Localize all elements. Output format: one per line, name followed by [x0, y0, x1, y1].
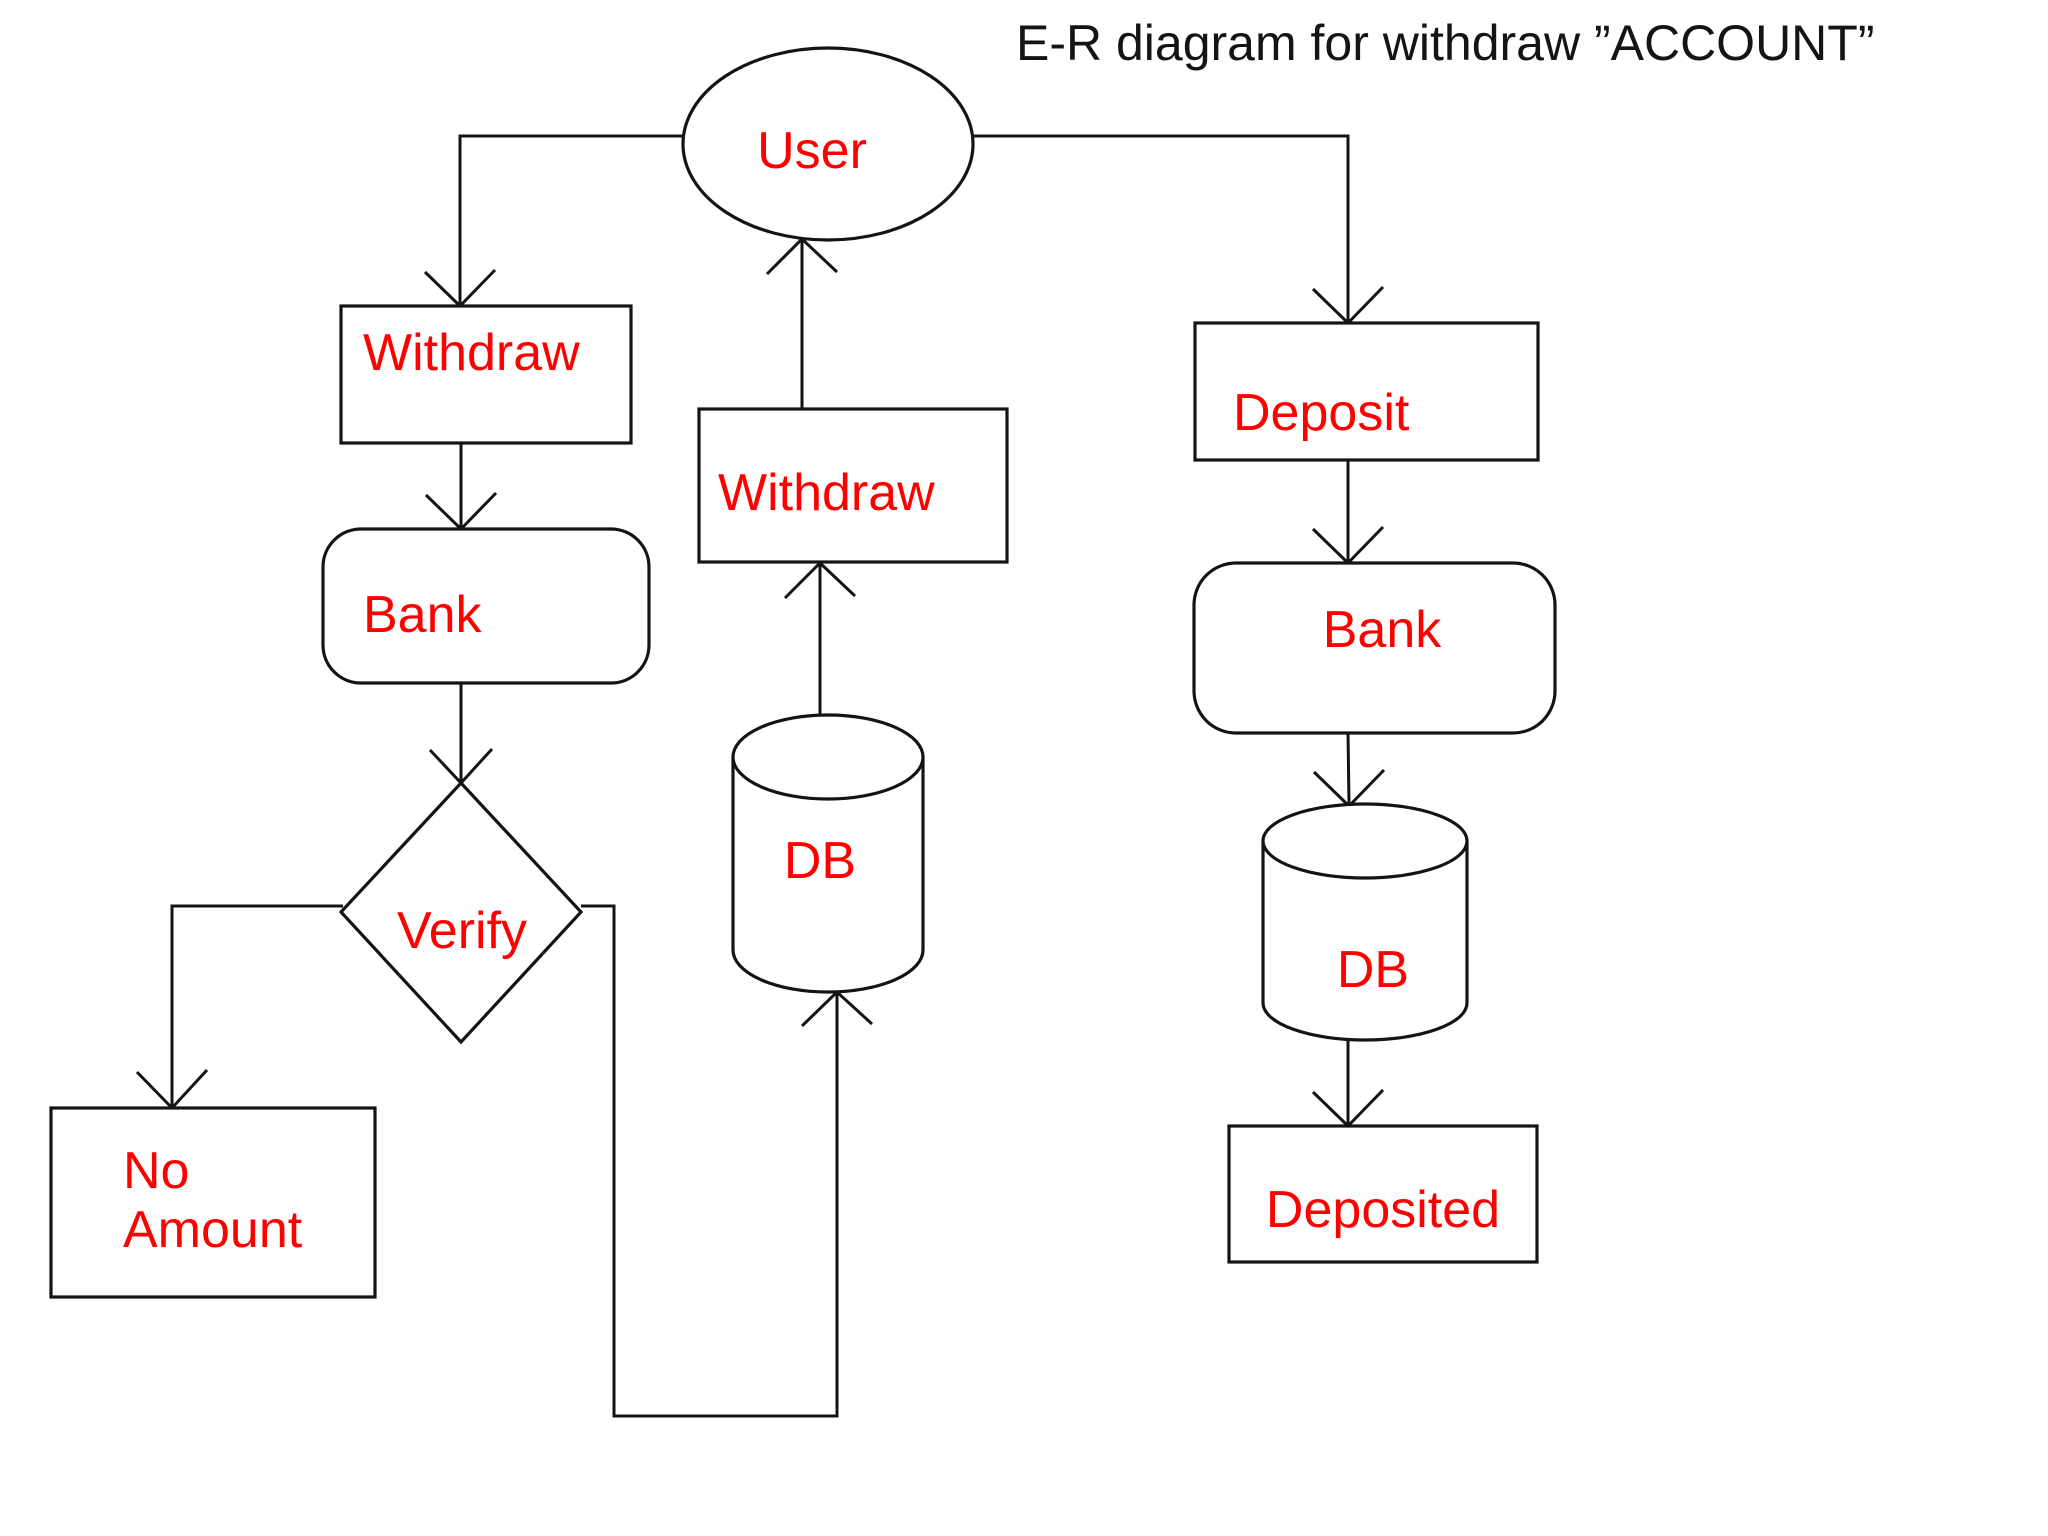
node-no-amount: No Amount	[49, 1106, 377, 1299]
bank-right-rounded-rect	[1192, 561, 1557, 735]
node-deposited: Deposited	[1227, 1124, 1539, 1264]
edge-verify-to-db-middle	[581, 904, 839, 1418]
db-right-cylinder-body	[1261, 841, 1469, 1042]
edge-verify-to-no-amount	[170, 904, 343, 1106]
withdraw-middle-rect	[697, 407, 1009, 564]
node-withdraw-middle: Withdraw	[697, 407, 1009, 564]
deposited-rect	[1227, 1124, 1539, 1264]
no-amount-rect	[49, 1106, 377, 1299]
db-middle-label: DB	[784, 832, 856, 890]
page-title: E-R diagram for withdraw ”ACCOUNT”	[1016, 15, 1874, 71]
deposit-rect	[1193, 321, 1540, 462]
db-middle-cylinder-top	[731, 713, 925, 801]
withdraw-left-label: Withdraw	[363, 324, 580, 382]
db-right-label: DB	[1337, 941, 1409, 999]
db-middle-cylinder-body	[731, 757, 925, 994]
node-db-middle: DB	[731, 713, 925, 994]
user-label: User	[757, 122, 867, 180]
no-amount-label-line2: Amount	[123, 1201, 303, 1259]
withdraw-left-rect	[339, 304, 633, 445]
withdraw-middle-label: Withdraw	[718, 464, 935, 522]
db-right-cylinder-top	[1261, 802, 1469, 880]
bank-left-label: Bank	[363, 586, 483, 644]
bank-right-label: Bank	[1323, 601, 1443, 659]
edge-bank-right-to-db-right	[1346, 732, 1351, 804]
node-user: User	[681, 46, 975, 242]
deposit-label: Deposit	[1233, 384, 1410, 442]
verify-diamond	[338, 780, 584, 1045]
edge-user-to-deposit	[973, 134, 1350, 321]
edge-user-to-withdraw-left	[458, 134, 683, 304]
deposited-label: Deposited	[1266, 1181, 1500, 1239]
verify-label: Verify	[397, 902, 527, 960]
node-bank-right: Bank	[1192, 561, 1557, 735]
no-amount-label-line1: No	[123, 1142, 189, 1200]
user-ellipse	[681, 46, 975, 242]
node-verify: Verify	[338, 780, 584, 1045]
node-withdraw-left: Withdraw	[339, 304, 633, 445]
node-bank-left: Bank	[321, 527, 651, 685]
bank-left-rounded-rect	[321, 527, 651, 685]
node-db-right: DB	[1261, 802, 1469, 1042]
node-deposit: Deposit	[1193, 321, 1540, 462]
